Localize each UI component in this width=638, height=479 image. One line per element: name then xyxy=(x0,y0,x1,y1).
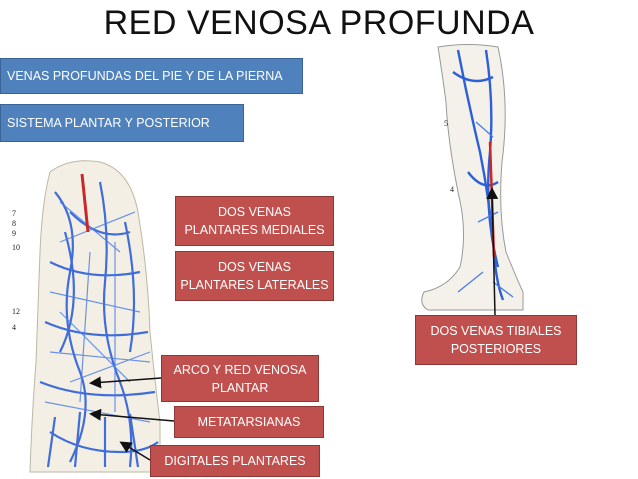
lateral-plantar-label: DOS VENAS PLANTARES LATERALES xyxy=(175,251,334,301)
foot-number-9: 9 xyxy=(12,229,16,238)
plantar-arch-label: ARCO Y RED VENOSA PLANTAR xyxy=(161,355,319,402)
deep-veins-header: VENAS PROFUNDAS DEL PIE Y DE LA PIERNA xyxy=(0,58,303,94)
posterior-tibial-label: DOS VENAS TIBIALES POSTERIORES xyxy=(415,315,577,365)
foot-number-4: 4 xyxy=(12,323,16,332)
foot-vein-illustration: 7 8 9 10 12 4 xyxy=(10,152,170,474)
metatarsal-arrow xyxy=(89,408,175,422)
foot-number-8: 8 xyxy=(12,219,16,228)
plantar-system-header-text: SISTEMA PLANTAR Y POSTERIOR xyxy=(7,116,210,130)
plantar-digital-arrow xyxy=(119,441,151,461)
deep-veins-header-text: VENAS PROFUNDAS DEL PIE Y DE LA PIERNA xyxy=(7,69,283,83)
slide-title: RED VENOSA PROFUNDA xyxy=(103,4,535,42)
plantar-digital-label: DIGITALES PLANTARES xyxy=(150,445,320,477)
foot-number-7: 7 xyxy=(12,209,16,218)
leg-number-5: 5 xyxy=(444,119,448,128)
medial-plantar-label: DOS VENAS PLANTARES MEDIALES xyxy=(175,196,334,246)
plantar-arch-arrow xyxy=(89,376,162,389)
foot-number-12: 12 xyxy=(12,307,20,316)
metatarsal-label: METATARSIANAS xyxy=(174,406,324,438)
plantar-system-header: SISTEMA PLANTAR Y POSTERIOR xyxy=(0,104,244,142)
leg-number-4: 4 xyxy=(450,185,454,194)
posterior-tibial-arrow xyxy=(486,187,499,316)
foot-number-10: 10 xyxy=(12,243,20,252)
